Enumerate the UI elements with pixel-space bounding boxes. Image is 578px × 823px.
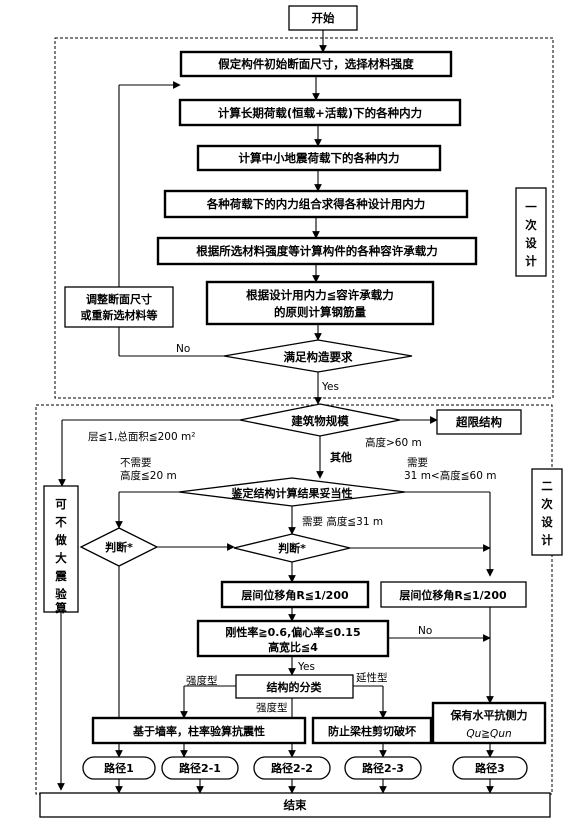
small-building-condition-label: 层≦1,总面积≦200 m² [88, 430, 195, 443]
step-allowable-capacity-label: 根据所选材料强度等计算构件的各种容许承载力 [196, 244, 438, 258]
end-label: 结束 [283, 798, 307, 812]
step-assume-section-label: 假定构件初始断面尺寸，选择材料强度 [218, 57, 414, 71]
step-small-earthquake-label: 计算中小地震荷载下的各种内力 [239, 151, 400, 165]
needed-le-31-label: 需要 高度≦31 m [302, 515, 383, 528]
end-node [39, 792, 551, 818]
retain-lateral-strength-label: 保有水平抗侧力 [450, 708, 528, 722]
no-check-char-3: 做 [54, 533, 67, 547]
drift-check-box-1 [220, 580, 370, 609]
route-2-1-label: 路径2-1 [179, 761, 221, 775]
height-31-60-label: 31 m<高度≦60 m [404, 469, 496, 482]
step-assume-section [179, 50, 453, 78]
decision-judge-1-label: 判断* [105, 540, 133, 554]
no-major-quake-check-box [43, 485, 79, 613]
step-small-earthquake [196, 144, 442, 172]
route-2-2-label: 路径2-2 [271, 761, 313, 775]
needed-label-right: 需要 [407, 457, 428, 469]
second-design-side-char-1: 二 [541, 479, 553, 493]
stiffness-label-2: 高宽比≦4 [268, 640, 318, 654]
first-design-side-char-2: 次 [525, 218, 537, 232]
step-load-combination [163, 189, 469, 219]
step-allowable-capacity [156, 236, 478, 266]
first-design-side-char-1: 一 [525, 200, 537, 214]
adjust-label-1: 调整断面尺寸 [86, 292, 152, 306]
retain-lateral-formula: Qu≧Qun [466, 728, 511, 740]
ductile-type-label: 延性型 [356, 671, 388, 684]
over-limit-structure-label: 超限结构 [455, 415, 502, 429]
yes-label-1: Yes [321, 381, 339, 393]
no-check-char-1: 可 [55, 497, 67, 511]
loop-no-label: No [176, 343, 190, 355]
stiffness-no-label: No [418, 625, 432, 637]
prevent-shear-failure-label: 防止梁柱剪切破坏 [328, 724, 416, 738]
no-check-char-2: 不 [55, 515, 67, 529]
step-load-combination-label: 各种荷载下的内力组合求得各种设计用内力 [206, 197, 426, 211]
decision-judge-2-label: 判断* [278, 541, 306, 555]
first-design-side-char-3: 设 [525, 236, 537, 250]
second-design-side-label-box [531, 468, 563, 556]
wall-ratio-check-label: 基于墙率，柱率验算抗震性 [132, 724, 265, 738]
over-limit-structure [436, 409, 522, 435]
adjust-section-box [64, 286, 174, 328]
not-needed-label: 不需要 [120, 457, 152, 469]
route-2-3-label: 路径2-3 [362, 761, 404, 775]
no-check-char-5: 震 [54, 569, 67, 583]
height-over-60-label: 高度>60 m [365, 436, 422, 449]
start-node [288, 5, 358, 31]
decision-construction-requirements-label: 满足构造要求 [284, 350, 353, 364]
drift-check-1-label: 层间位移角R≦1/200 [240, 588, 349, 602]
no-check-char-7: 算 [54, 601, 67, 615]
strength-type-label-mid: 强度型 [256, 701, 288, 714]
prevent-shear-failure-box [311, 716, 433, 745]
second-design-side-char-3: 设 [541, 515, 553, 529]
wall-ratio-check-box [91, 716, 307, 745]
structure-classification-label: 结构的分类 [266, 680, 323, 694]
first-design-side-label-box [515, 187, 547, 277]
decision-appraise-results-label: 鉴定结构计算结果妥当性 [231, 486, 353, 500]
second-design-side-char-2: 次 [541, 497, 553, 511]
second-design-side-char-4: 计 [541, 533, 553, 547]
height-le-20-label: 高度≦20 m [120, 469, 177, 482]
route-1-label: 路径1 [104, 761, 134, 775]
route-3-label: 路径3 [475, 761, 505, 775]
strength-type-label-left: 强度型 [186, 674, 218, 687]
yes-label-2: Yes [297, 661, 315, 673]
stiffness-label-1: 刚性率≧0.6,偏心率≦0.15 [225, 625, 360, 639]
step-long-term-load [178, 98, 462, 127]
drift-check-box-2 [380, 581, 527, 608]
drift-check-2-label: 层间位移角R≦1/200 [398, 588, 507, 602]
step-reinforcement [205, 280, 435, 326]
decision-building-scale-label: 建筑物规模 [291, 414, 349, 428]
start-label: 开始 [312, 11, 335, 25]
no-check-char-6: 验 [55, 587, 67, 601]
step-long-term-load-label: 计算长期荷载(恒载+活载)下的各种内力 [218, 106, 422, 120]
step-reinforcement-label-2: 的原则计算钢筋量 [274, 305, 366, 319]
first-design-side-char-4: 计 [525, 254, 537, 268]
first-design-frame [54, 37, 554, 399]
retain-lateral-strength-box [431, 701, 547, 745]
no-check-char-4: 大 [55, 551, 67, 565]
other-label: 其他 [330, 450, 352, 464]
step-reinforcement-label-1: 根据设计用内力≦容许承载力 [246, 288, 394, 302]
adjust-label-2: 或重新选材料等 [81, 308, 158, 322]
